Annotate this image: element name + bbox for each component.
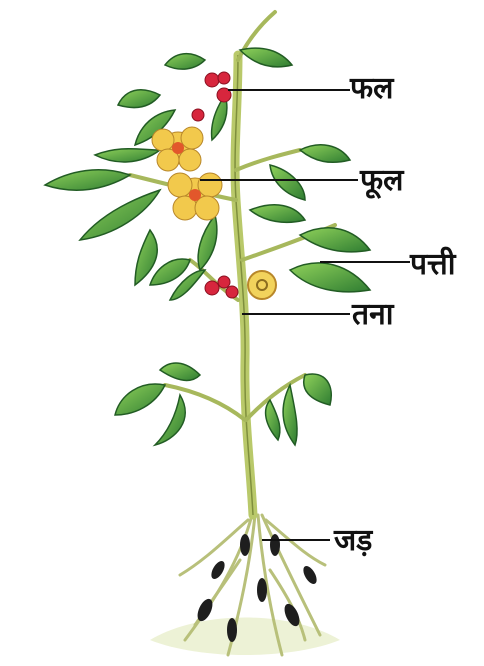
label-root: जड़ bbox=[334, 526, 372, 556]
ground-shadow bbox=[150, 618, 340, 656]
label-fruit: फल bbox=[350, 74, 393, 104]
label-flower: फूल bbox=[360, 166, 403, 196]
label-leaf: पत्ती bbox=[410, 250, 456, 280]
branches bbox=[130, 12, 335, 420]
flower-bud bbox=[248, 271, 276, 299]
leaves bbox=[45, 48, 370, 445]
label-stem: तना bbox=[352, 300, 394, 330]
flower-2 bbox=[152, 127, 203, 171]
